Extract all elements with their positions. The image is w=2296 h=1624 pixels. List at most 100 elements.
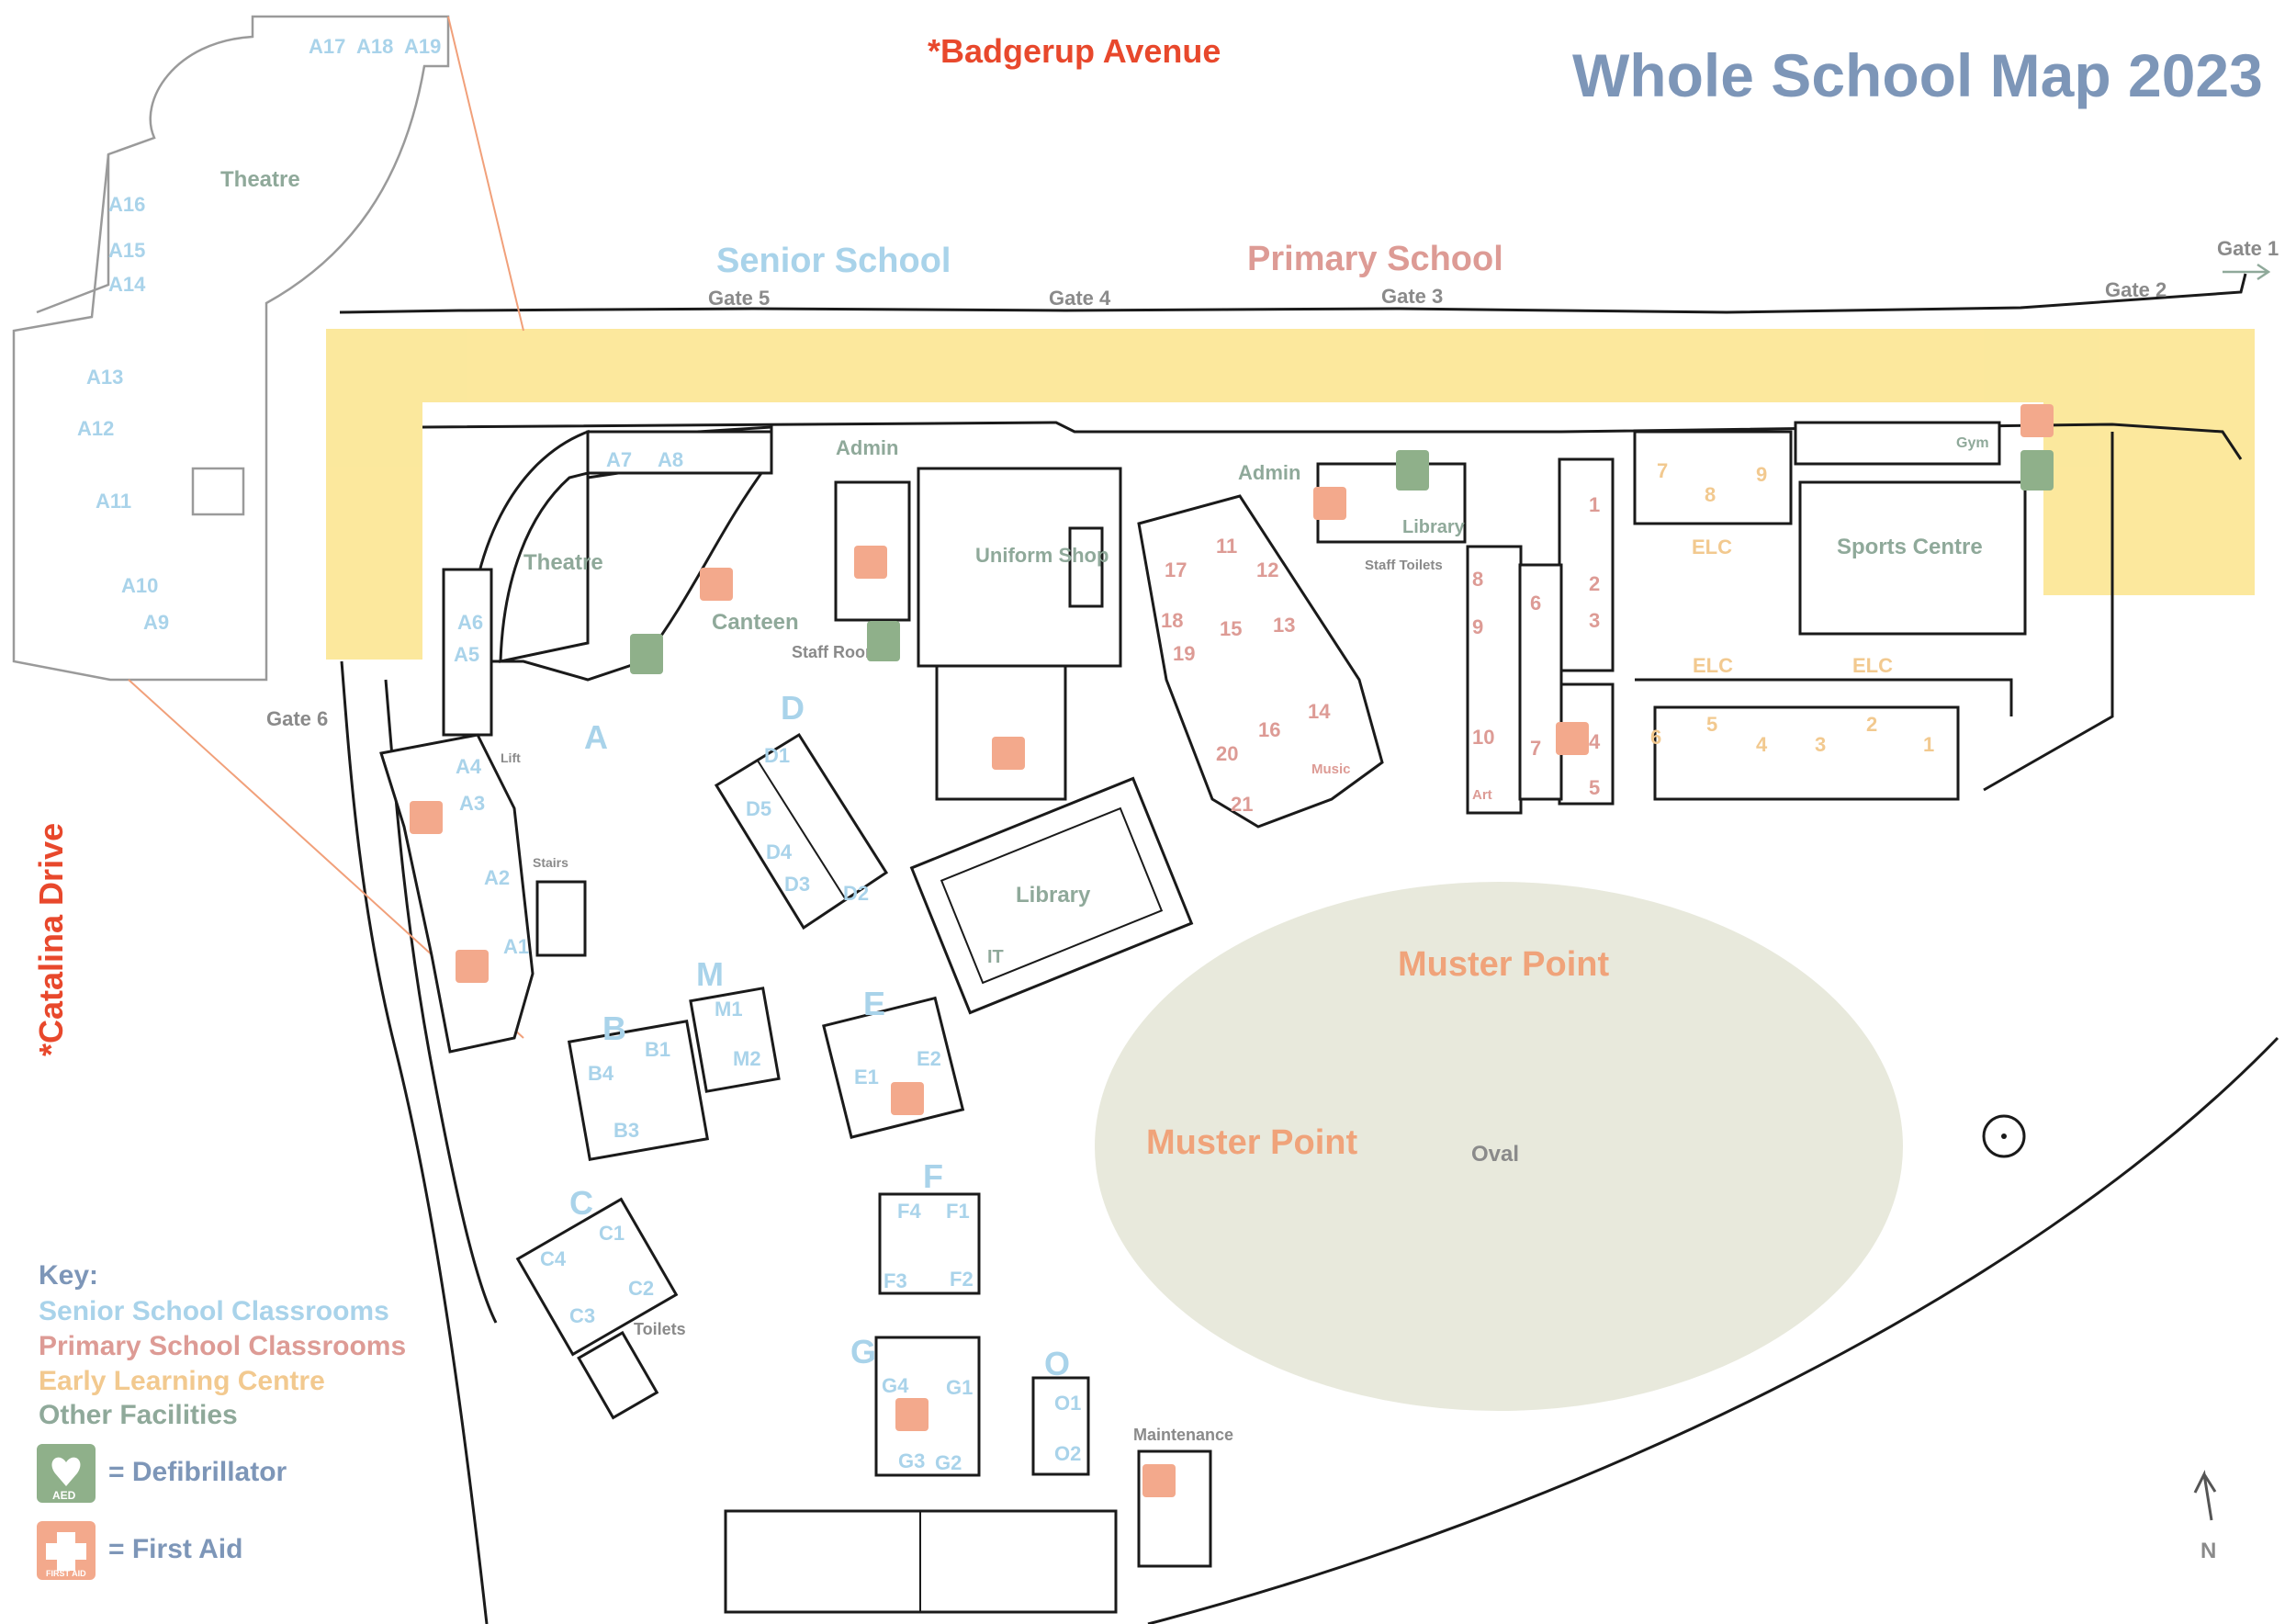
room-a1: A1 bbox=[503, 935, 529, 958]
room-a15: A15 bbox=[108, 239, 145, 262]
room-elc8: 8 bbox=[1705, 483, 1716, 506]
label-admin-primary: Admin bbox=[1238, 461, 1300, 484]
first-aid-icon bbox=[456, 950, 489, 983]
compass-n: N bbox=[2200, 1539, 2216, 1563]
room-a7: A7 bbox=[606, 448, 632, 471]
street-catalina: *Catalina Drive bbox=[32, 823, 70, 1056]
label-uniform: Uniform Shop bbox=[975, 544, 1109, 567]
gate-labels: Gate 1 Gate 2 Gate 3 Gate 4 Gate 5 Gate … bbox=[266, 237, 2279, 730]
room-p14: 14 bbox=[1308, 700, 1331, 723]
label-library-primary: Library bbox=[1402, 517, 1466, 537]
gate-5: Gate 5 bbox=[708, 287, 770, 310]
label-theatre: Theatre bbox=[523, 550, 603, 575]
marker-dot bbox=[2001, 1133, 2007, 1139]
label-maintenance: Maintenance bbox=[1133, 1426, 1233, 1444]
room-a16: A16 bbox=[108, 193, 145, 216]
primary-room-labels: 1 2 3 4 5 6 7 8 9 10 11 12 13 14 15 16 1… bbox=[1161, 493, 1601, 816]
room-elc5: 5 bbox=[1706, 713, 1717, 736]
gate-2: Gate 2 bbox=[2105, 278, 2167, 301]
first-aid-icon bbox=[1313, 487, 1346, 520]
key-other: Other Facilities bbox=[39, 1400, 238, 1430]
label-sports: Sports Centre bbox=[1837, 535, 1983, 559]
room-p6: 6 bbox=[1530, 592, 1541, 615]
block-c: C bbox=[569, 1184, 593, 1222]
muster-point-north: Muster Point bbox=[1398, 945, 1609, 984]
room-f3: F3 bbox=[884, 1269, 907, 1292]
key-aed: = Defibrillator bbox=[108, 1457, 287, 1487]
room-d5: D5 bbox=[746, 797, 771, 820]
first-aid-icon bbox=[700, 568, 733, 601]
gate-3: Gate 3 bbox=[1381, 285, 1443, 308]
room-a17: A17 bbox=[309, 35, 345, 58]
room-elc6: 6 bbox=[1650, 726, 1661, 749]
room-b1: B1 bbox=[645, 1038, 670, 1061]
room-c2: C2 bbox=[628, 1277, 654, 1300]
room-p19: 19 bbox=[1173, 642, 1195, 665]
gate-6: Gate 6 bbox=[266, 707, 328, 730]
aed-icon bbox=[867, 621, 900, 661]
room-a2: A2 bbox=[484, 866, 510, 889]
map-key: Key: Senior School Classrooms Primary Sc… bbox=[37, 1260, 406, 1580]
map-title: Whole School Map 2023 bbox=[1572, 41, 2263, 109]
inset-theatre-block bbox=[12, 15, 524, 1039]
first-aid-icon bbox=[992, 737, 1025, 770]
aed-icon bbox=[2020, 450, 2054, 491]
first-aid-icon bbox=[1556, 722, 1589, 755]
first-aid-icon bbox=[410, 801, 443, 834]
elc-room-labels: 1 2 3 4 5 6 7 8 9 bbox=[1650, 459, 1934, 756]
room-g4: G4 bbox=[882, 1374, 909, 1397]
room-elc7: 7 bbox=[1657, 459, 1668, 482]
room-d1: D1 bbox=[764, 744, 790, 767]
room-elc4: 4 bbox=[1756, 733, 1768, 756]
room-a10: A10 bbox=[121, 574, 158, 597]
label-stairs: Stairs bbox=[533, 855, 568, 870]
room-b3: B3 bbox=[613, 1119, 639, 1142]
room-a8: A8 bbox=[658, 448, 683, 471]
room-a19: A19 bbox=[404, 35, 441, 58]
block-d: D bbox=[781, 689, 805, 727]
room-p18: 18 bbox=[1161, 609, 1183, 632]
room-p20: 20 bbox=[1216, 742, 1238, 765]
label-elc-1: ELC bbox=[1692, 536, 1732, 558]
room-f4: F4 bbox=[897, 1200, 921, 1223]
label-library-senior: Library bbox=[1016, 883, 1091, 908]
room-a4: A4 bbox=[456, 755, 482, 778]
room-m2: M2 bbox=[733, 1047, 761, 1070]
room-e2: E2 bbox=[917, 1047, 941, 1070]
gate-4: Gate 4 bbox=[1049, 287, 1111, 310]
aed-icon bbox=[1396, 450, 1429, 491]
room-p12: 12 bbox=[1256, 558, 1278, 581]
first-aid-icon bbox=[854, 546, 887, 579]
aed-icon bbox=[630, 634, 663, 674]
label-canteen: Canteen bbox=[712, 610, 799, 635]
building-admin bbox=[834, 467, 1122, 801]
first-aid-icon bbox=[891, 1082, 924, 1115]
oval-label: Oval bbox=[1471, 1142, 1519, 1167]
room-g1: G1 bbox=[946, 1376, 973, 1399]
room-b4: B4 bbox=[588, 1062, 614, 1085]
building-primary bbox=[1137, 457, 1615, 829]
room-p21: 21 bbox=[1231, 793, 1253, 816]
room-a11: A11 bbox=[96, 490, 131, 513]
first-aid-badge-text: FIRST AID bbox=[46, 1569, 86, 1578]
room-p7: 7 bbox=[1530, 737, 1541, 760]
room-o1: O1 bbox=[1054, 1392, 1081, 1415]
room-c4: C4 bbox=[540, 1247, 567, 1270]
key-first-aid: = First Aid bbox=[108, 1534, 242, 1564]
compass: N bbox=[2193, 1470, 2216, 1563]
label-elc-2: ELC bbox=[1693, 654, 1733, 677]
key-heading: Key: bbox=[39, 1260, 98, 1291]
room-elc1: 1 bbox=[1923, 733, 1934, 756]
room-elc9: 9 bbox=[1756, 463, 1767, 486]
room-c1: C1 bbox=[599, 1222, 625, 1245]
label-theatre-inset: Theatre bbox=[220, 167, 300, 192]
facility-labels: Theatre Theatre Canteen Admin Admin Unif… bbox=[220, 167, 1989, 1444]
room-p8: 8 bbox=[1472, 568, 1483, 591]
block-e: E bbox=[863, 985, 885, 1022]
room-e1: E1 bbox=[854, 1066, 879, 1088]
room-g3: G3 bbox=[898, 1449, 925, 1472]
first-aid-icon bbox=[895, 1398, 929, 1431]
room-p9: 9 bbox=[1472, 615, 1483, 638]
room-a6: A6 bbox=[457, 611, 483, 634]
